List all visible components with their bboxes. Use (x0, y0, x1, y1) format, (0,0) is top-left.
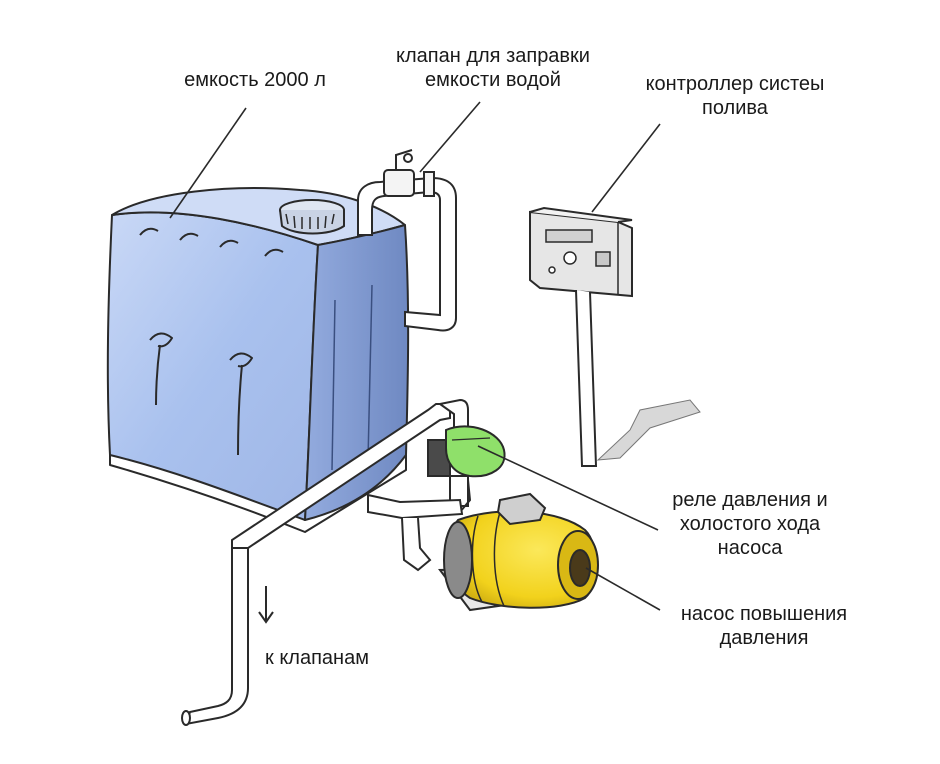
irrigation-controller (529, 206, 701, 467)
label-to-valves: к клапанам (265, 647, 369, 669)
leader-relay (477, 445, 659, 531)
leader-fill-valve (419, 101, 481, 173)
pressure-relay (427, 425, 506, 513)
flow-direction-arrow (258, 586, 274, 624)
leader-lines (169, 101, 661, 611)
suction-pipe (367, 493, 464, 572)
booster-pump (438, 492, 599, 612)
label-booster-pump: насос повышения давления (680, 603, 848, 649)
label-pressure-relay: реле давления и холостого хода насоса (672, 489, 828, 559)
leader-pump (585, 567, 661, 611)
label-tank: емкость 2000 л (184, 69, 326, 91)
label-controller: контроллер систеы полива (645, 73, 825, 119)
fill-pipe (357, 149, 457, 332)
water-tank (106, 187, 410, 533)
tank-cap (279, 199, 345, 235)
leader-controller (591, 123, 661, 213)
leader-tank (169, 107, 247, 219)
label-fill-valve: клапан для заправки емкости водой (396, 45, 590, 91)
